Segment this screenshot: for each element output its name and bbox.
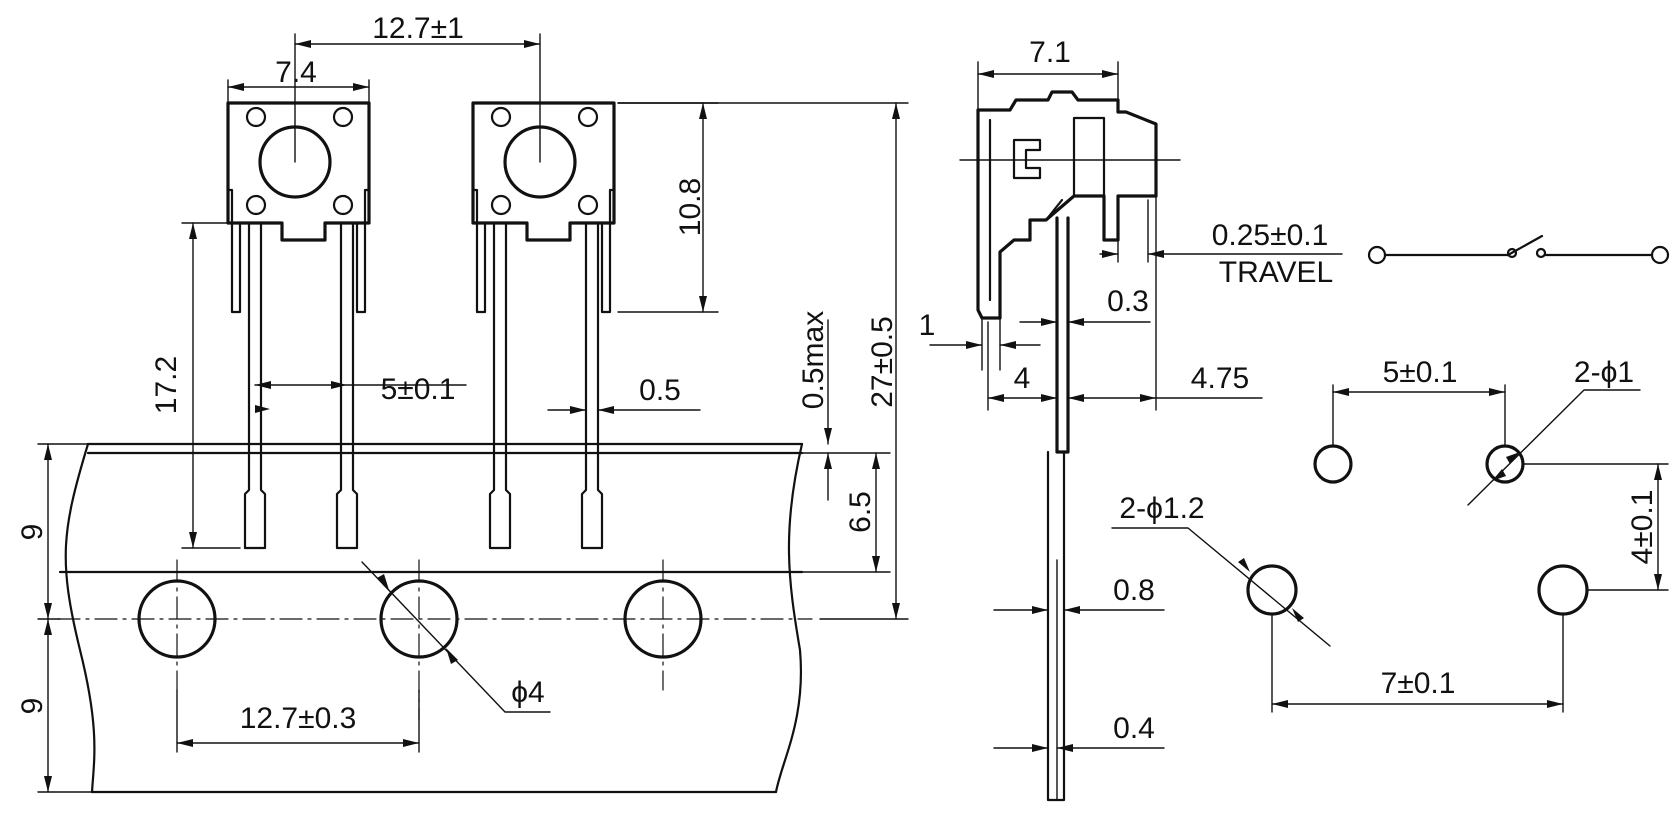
dim-pcb-pitch-top: 5±0.1: [1332, 356, 1506, 447]
dim-side-1: 1: [919, 309, 1041, 371]
dim-travel-label: TRAVEL: [1219, 256, 1333, 289]
dim-tape-half-upper-label: 9: [16, 524, 49, 541]
dim-thickness-08: 0.8: [993, 574, 1165, 614]
dim-overall-height: 27±0.5: [617, 102, 909, 620]
dim-lead-length: 17.2: [150, 222, 241, 549]
pcb-hole: [1313, 444, 1353, 484]
dim-hole-diameter-label: ϕ4: [511, 676, 545, 709]
pcb-hole: [1246, 564, 1298, 616]
dim-travel: 0.25±0.1 TRAVEL: [1099, 199, 1343, 289]
dim-body-width-label: 7.4: [275, 56, 317, 89]
dim-overall-height-label: 27±0.5: [866, 316, 899, 408]
dim-body-width: 7.4: [227, 56, 370, 104]
dim-side-width: 7.1: [977, 36, 1119, 111]
dim-thickness-04-label: 0.4: [1113, 712, 1155, 745]
dim-protrusion: 0.5max: [797, 311, 832, 501]
switch-schematic: [1367, 234, 1670, 265]
dim-lead-length-label: 17.2: [150, 356, 183, 414]
dim-pcb-pitch-bottom-label: 7±0.1: [1381, 667, 1456, 700]
carrier-tape: [57, 442, 813, 794]
pcb-layout: 5±0.1 2-ϕ1 2-ϕ1.2 4±0.1: [1111, 356, 1669, 713]
side-view: 7.1 0.25±0.1 TRAVEL 0.3 1: [919, 36, 1343, 802]
dim-pcb-pitch-bottom: 7±0.1: [1271, 613, 1564, 713]
dim-lead-pitch: 5±0.1: [254, 373, 467, 413]
dim-thickness-08-label: 0.8: [1113, 574, 1155, 607]
dim-lead-width-label: 0.5: [639, 374, 681, 407]
dim-pcb-small-hole: 2-ϕ1: [1467, 356, 1641, 506]
dim-travel-value: 0.25±0.1: [1212, 219, 1329, 252]
dim-tape-half: 9 9: [16, 443, 93, 793]
front-view: 12.7±1 7.4 10.8 17.2: [16, 12, 909, 794]
dim-side-1-label: 1: [919, 309, 936, 342]
dim-side-475-label: 4.75: [1191, 362, 1249, 395]
switch-body: [471, 101, 616, 550]
dim-hole-pitch: 12.7±0.3: [176, 689, 420, 753]
pcb-hole: [1485, 444, 1525, 484]
dim-side-475: 4.75: [1067, 195, 1263, 411]
dim-side-4: 4: [987, 321, 1058, 411]
switch-body: [226, 101, 371, 550]
dim-hole-pitch-label: 12.7±0.3: [240, 702, 357, 735]
dim-body-height: 10.8: [617, 102, 719, 313]
dim-pcb-large-hole-label: 2-ϕ1.2: [1119, 492, 1204, 525]
dim-thickness-04: 0.4: [993, 712, 1165, 752]
dim-pcb-large-hole: 2-ϕ1.2: [1111, 492, 1331, 647]
dim-pcb-vertical-label: 4±0.1: [1626, 490, 1659, 565]
dim-pitch-top-label: 12.7±1: [372, 12, 464, 45]
dim-side-4-label: 4: [1014, 362, 1031, 395]
dim-hole-diameter: ϕ4: [361, 561, 551, 713]
pcb-hole: [1537, 564, 1589, 616]
dim-thickness-03-label: 0.3: [1107, 285, 1149, 318]
dim-tape-offset-label: 6.5: [844, 491, 877, 533]
dim-protrusion-label: 0.5max: [797, 311, 830, 409]
dim-side-width-label: 7.1: [1029, 36, 1071, 69]
dim-pitch-top: 12.7±1: [294, 12, 541, 163]
sprocket-holes: [137, 559, 703, 721]
dim-pcb-small-hole-label: 2-ϕ1: [1574, 356, 1634, 389]
dim-lead-width: 0.5: [547, 374, 701, 414]
dim-body-height-label: 10.8: [674, 178, 707, 236]
dim-thickness-03: 0.3: [1019, 285, 1151, 326]
dim-pcb-vertical: 4±0.1: [1522, 463, 1669, 591]
dim-lead-pitch-label: 5±0.1: [381, 373, 456, 406]
dim-tape-half-lower-label: 9: [16, 698, 49, 715]
dim-tape-offset: 6.5: [801, 452, 891, 573]
dim-pcb-pitch-top-label: 5±0.1: [1383, 356, 1458, 389]
